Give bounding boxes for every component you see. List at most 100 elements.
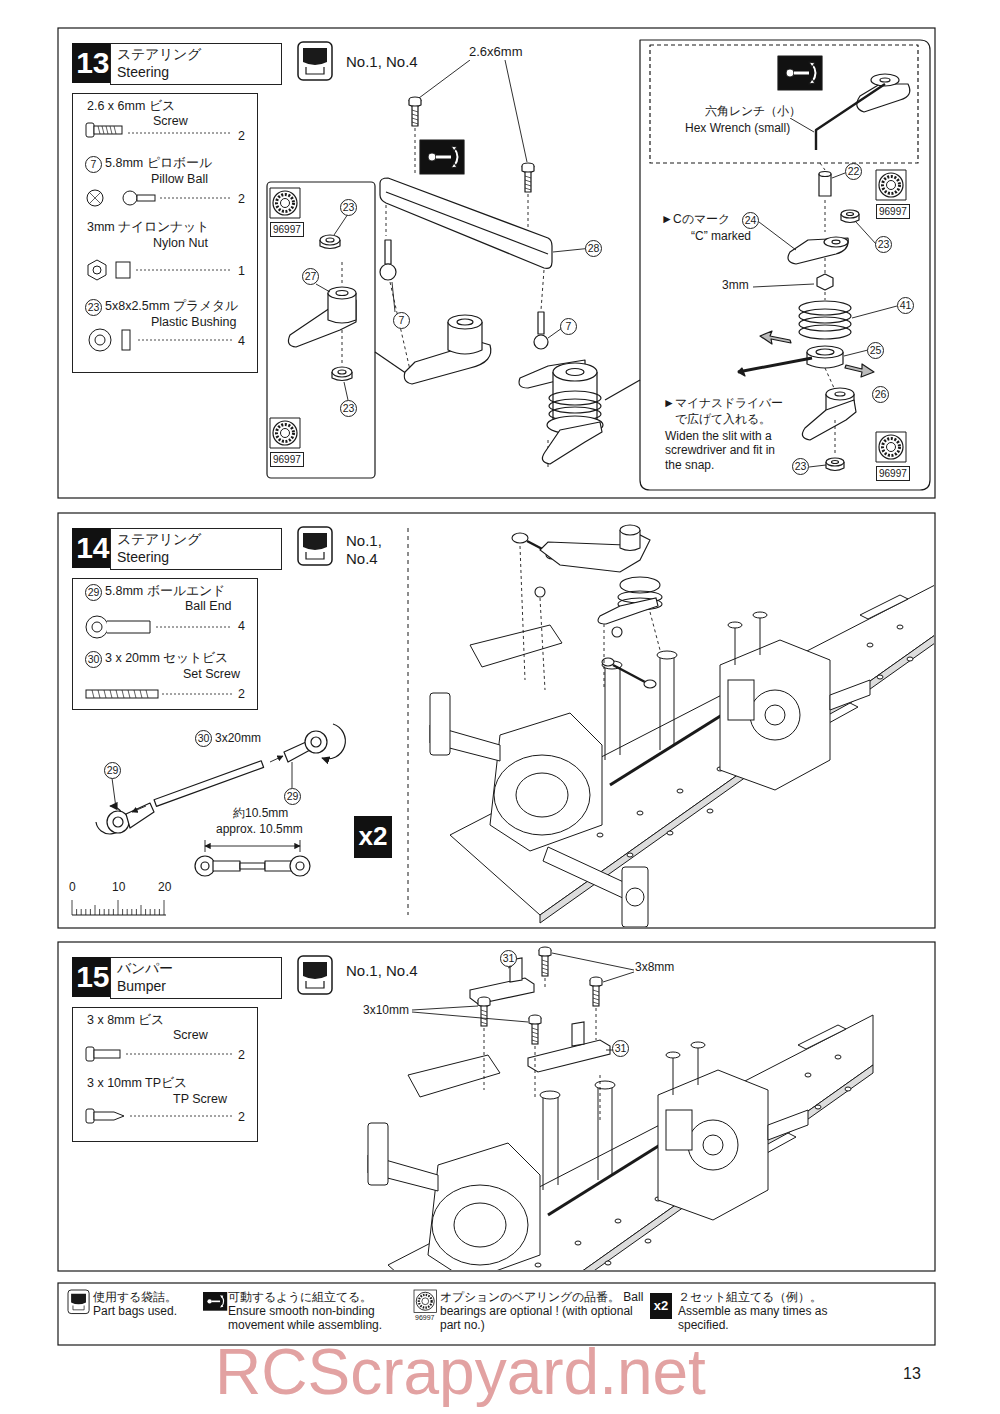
chassis-drawing (368, 947, 873, 1270)
steering-parts (380, 264, 396, 280)
watermark: RCScrapyard.net (215, 1340, 706, 1404)
part-icon (94, 1050, 120, 1058)
step-title: バンパーBumper (110, 957, 282, 999)
part-icon (89, 329, 111, 351)
steering-parts (841, 210, 859, 218)
chassis-drawing (644, 680, 656, 688)
callout-number: 23 (340, 400, 357, 417)
steering-parts (799, 325, 851, 339)
quantity-leader (136, 270, 232, 271)
chassis-drawing (535, 587, 545, 597)
part-text: 2.6 x 6mm ビス (87, 99, 175, 114)
steering-parts (553, 363, 597, 381)
legend-entry: 可動するように組立てる。 Ensure smooth non-binding m… (228, 1290, 408, 1332)
steering-parts (738, 358, 812, 372)
callout-number: 24 (742, 212, 759, 229)
quantity-leader (128, 133, 232, 134)
quantity-leader (160, 198, 232, 199)
note: ►Cのマーク (660, 212, 731, 226)
tool-name: Hex Wrench (small) (684, 121, 791, 135)
steering-parts (270, 188, 300, 218)
steering-parts (326, 238, 334, 242)
note: “C” marked (690, 229, 752, 243)
chassis-drawing (529, 1015, 541, 1044)
bag-icon (298, 956, 332, 994)
callout-number: 27 (302, 268, 319, 285)
steering-parts (845, 364, 874, 377)
note: で広げて入れる。 (674, 412, 772, 426)
steering-parts (835, 392, 845, 396)
chassis-drawing (430, 585, 934, 927)
callout-number: 7 (85, 156, 102, 173)
part-icon (94, 1112, 124, 1120)
part-icon (98, 126, 116, 134)
steering-parts (386, 205, 548, 470)
parts-list: 295.8mm ボールエンドBall End4303 x 20mm セットビスS… (72, 578, 258, 710)
steering-parts (760, 331, 791, 344)
steering-parts (522, 163, 534, 192)
steering-parts (267, 40, 930, 490)
bag-number: No.1, No.4 (345, 962, 419, 980)
part-icon (137, 195, 155, 201)
part-text: 5.8mm ボールエンド (105, 584, 225, 599)
callout-number: 28 (585, 240, 602, 257)
turnbuckle-parts (205, 840, 300, 852)
part-icon (107, 621, 150, 633)
steering-parts (448, 315, 482, 329)
movement-icon (203, 1292, 227, 1311)
bag-icon (298, 42, 332, 80)
part-text: 3 x 20mm セットビス (105, 651, 228, 666)
steering-parts (799, 317, 851, 331)
bearing-part-number: 96997 (270, 222, 304, 237)
legend-text: ２セット組立てる（例）。 Assemble as many times as s… (678, 1290, 827, 1332)
steering-parts (844, 350, 868, 356)
steering-parts (876, 432, 906, 462)
turnbuckle-parts (72, 900, 164, 915)
steering-parts (832, 173, 845, 178)
part-text: 1 (238, 264, 245, 279)
step-title-text: バンパー (117, 960, 173, 977)
turnbuckle-parts (72, 528, 408, 915)
bag-icon (298, 527, 332, 565)
chassis-drawing (412, 947, 634, 1120)
steering-parts (320, 235, 340, 245)
steering-parts (802, 400, 856, 440)
dimension: 3mm (721, 278, 750, 292)
steering-parts (816, 349, 834, 355)
callout-number: 23 (340, 199, 357, 216)
steering-parts (816, 84, 885, 150)
turnbuckle-parts (292, 762, 293, 788)
chassis-drawing (620, 525, 640, 535)
steering-parts (778, 56, 822, 90)
steering-parts (328, 287, 356, 299)
turnbuckle-parts (296, 862, 304, 870)
quantity-leader (138, 340, 232, 341)
steering-parts (534, 335, 548, 349)
turnbuckle-parts (311, 737, 321, 747)
chassis-drawing (539, 947, 551, 976)
quantity-leader (162, 694, 232, 695)
part-icon (92, 690, 148, 698)
callout-number: 23 (875, 236, 892, 253)
part-text: Pillow Ball (151, 172, 208, 187)
part-icon (86, 690, 158, 698)
steering-parts (549, 399, 601, 413)
steering-parts (876, 170, 906, 200)
bearing-part-number: 96997 (876, 204, 910, 219)
steering-parts (832, 461, 839, 464)
part-icon (92, 622, 102, 632)
steering-parts (824, 237, 848, 247)
step-title: ステアリングSteering (110, 43, 282, 85)
steering-parts (847, 213, 854, 216)
part-icon (116, 262, 130, 278)
part-text: Screw (173, 1028, 208, 1043)
legend-text: 使用する袋詰。 Part bags used. (93, 1290, 177, 1318)
dimension: approx. 10.5mm (215, 822, 304, 836)
turnbuckle-parts (113, 817, 123, 827)
scale-number: 10 (111, 880, 126, 894)
part-icon (86, 123, 94, 137)
step-title-text: Steering (117, 549, 169, 566)
callout-number: 22 (845, 163, 862, 180)
dimension: 約10.5mm (232, 806, 289, 820)
